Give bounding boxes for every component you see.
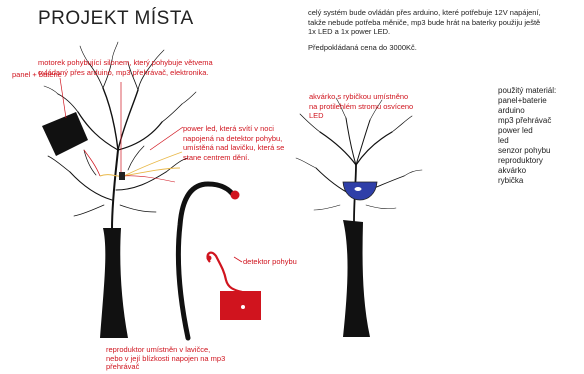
motor-label-line: ovládaný přes arduino, mp3 přehrávač, el… bbox=[38, 67, 209, 77]
speaker-label-line: přehrávač bbox=[106, 362, 140, 371]
power-led bbox=[230, 190, 240, 200]
aquarium-label-line: na protilehlém stromu osvíceno bbox=[309, 101, 414, 111]
material-item: reproduktory bbox=[498, 156, 543, 165]
power-led-label-line: power led, která svítí v noci bbox=[183, 124, 274, 133]
material-item: mp3 přehrávač bbox=[498, 116, 552, 125]
panel-label: panel + baterie bbox=[12, 70, 62, 79]
pointer-lines bbox=[59, 77, 184, 172]
aquarium-label-line: LED bbox=[309, 111, 324, 120]
material-item: led bbox=[498, 136, 509, 145]
detector-speaker bbox=[206, 251, 261, 320]
page-title: PROJEKT MÍSTA bbox=[38, 8, 194, 29]
wires bbox=[83, 149, 183, 183]
material-item: power led bbox=[498, 126, 533, 135]
left-tree-trunk bbox=[100, 228, 128, 338]
motor-label-line: motorek pohybující silonem, který pohybu… bbox=[38, 58, 213, 67]
system-description: celý systém bude ovládán přes arduino, k… bbox=[308, 8, 541, 52]
speaker-box bbox=[220, 291, 261, 320]
motor-box bbox=[119, 172, 125, 180]
power-led-label-line: napojená na detektor pohybu, bbox=[183, 133, 283, 143]
power-led-lamp bbox=[175, 181, 240, 341]
solar-panel bbox=[42, 112, 88, 156]
system-line: 1x LED a 1x power LED. bbox=[308, 27, 391, 36]
aquarium-label-line: akvárko s rybičkou umístněno bbox=[309, 92, 409, 101]
speaker-label: reproduktor umístněn v lavičce, nebo v j… bbox=[106, 345, 226, 372]
aquarium bbox=[342, 181, 378, 201]
power-led-label: power led, která svítí v noci napojená n… bbox=[183, 124, 284, 162]
material-item: akvárko bbox=[498, 166, 527, 175]
system-line: celý systém bude ovládán přes arduino, k… bbox=[308, 8, 541, 17]
material-item: panel+baterie bbox=[498, 96, 547, 105]
detector-label: detektor pohybu bbox=[243, 257, 297, 266]
speaker-label-line: nebo v její blízkosti napojen na mp3 bbox=[106, 353, 226, 363]
right-tree bbox=[295, 97, 423, 337]
aquarium-label: akvárko s rybičkou umístněno na protileh… bbox=[309, 92, 413, 121]
material-item: rybička bbox=[498, 176, 524, 185]
system-line: takže nebude potřeba měniče, mp3 bude hr… bbox=[308, 17, 541, 27]
left-tree bbox=[43, 41, 197, 338]
price-estimate: Předpokládaná cena do 3000Kč. bbox=[308, 42, 417, 52]
speaker-label-line: reproduktor umístněn v lavičce, bbox=[106, 345, 211, 354]
right-tree-trunk bbox=[343, 220, 370, 337]
materials-heading: použitý materiál: bbox=[498, 86, 557, 95]
power-led-label-line: stane centrem dění. bbox=[183, 152, 250, 162]
motor-label: motorek pohybující silonem, který pohybu… bbox=[38, 58, 213, 77]
materials-list: použitý materiál: panel+baterie arduino … bbox=[498, 86, 556, 186]
material-item: arduino bbox=[498, 106, 525, 115]
power-led-label-line: umístěná nad lavičku, která se bbox=[183, 143, 285, 152]
material-item: senzor pohybu bbox=[498, 146, 551, 155]
